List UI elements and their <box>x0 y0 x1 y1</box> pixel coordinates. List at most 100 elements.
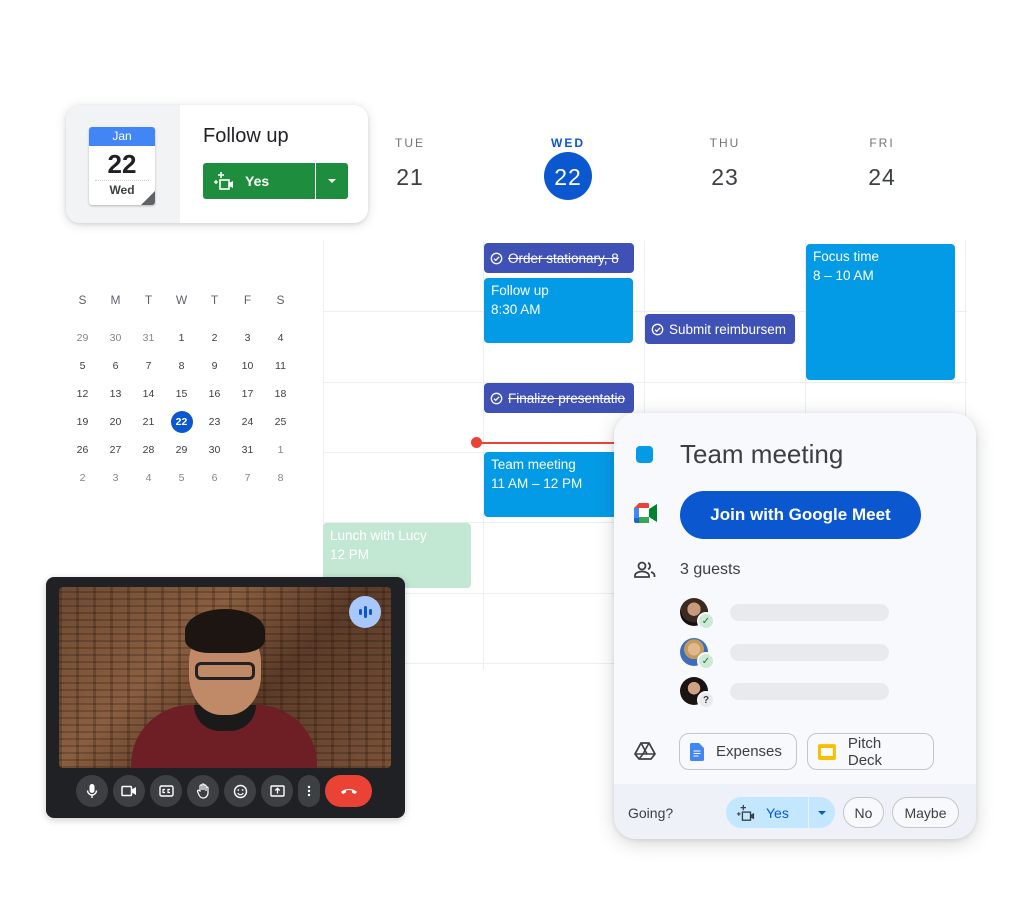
mini-day[interactable]: 29 <box>76 332 89 344</box>
mini-day[interactable]: 1 <box>277 444 284 456</box>
reactions-button[interactable] <box>224 775 256 807</box>
mini-day[interactable]: 18 <box>274 388 287 400</box>
mini-day[interactable]: 8 <box>178 360 185 372</box>
mini-day[interactable]: 17 <box>241 388 254 400</box>
rsvp-dropdown-button[interactable] <box>316 163 348 199</box>
mini-day[interactable]: 26 <box>76 444 89 456</box>
event-focus-time[interactable]: Focus time 8 – 10 AM <box>806 244 955 380</box>
mini-day[interactable]: 24 <box>241 416 254 428</box>
mini-day[interactable]: 30 <box>208 444 221 456</box>
rsvp-yes-button[interactable]: Yes <box>203 163 315 199</box>
event-title: Team meeting <box>491 457 576 472</box>
rsvp-footer: Going? Yes No Maybe <box>614 784 976 839</box>
day-header-wed[interactable]: WED 22 <box>528 136 608 191</box>
event-submit-reimbursement[interactable]: Submit reimbursem <box>645 314 795 344</box>
mini-day[interactable]: 4 <box>277 332 284 344</box>
more-options-button[interactable] <box>298 775 320 807</box>
grid-line <box>323 382 967 383</box>
day-header-tue[interactable]: TUE 21 <box>370 136 450 191</box>
day-header-fri[interactable]: FRI 24 <box>842 136 922 191</box>
mini-day[interactable]: 1 <box>178 332 185 344</box>
present-button[interactable] <box>261 775 293 807</box>
weekday-header: F <box>243 293 252 307</box>
mini-day[interactable]: 19 <box>76 416 89 428</box>
guest-row[interactable]: ✓ <box>680 598 940 630</box>
follow-up-card[interactable]: Jan 22 Wed Follow up Yes <box>66 105 368 223</box>
mini-day[interactable]: 20 <box>109 416 122 428</box>
mini-day[interactable]: 29 <box>175 444 188 456</box>
day-number: 24 <box>868 164 896 190</box>
mini-day[interactable]: 2 <box>79 472 86 484</box>
today-highlight <box>544 152 592 200</box>
mini-day[interactable]: 5 <box>178 472 185 484</box>
mini-day[interactable]: 7 <box>145 360 152 372</box>
mini-day[interactable]: 6 <box>112 360 119 372</box>
camera-button[interactable] <box>113 775 145 807</box>
docs-icon <box>690 742 704 761</box>
mini-day[interactable]: 5 <box>79 360 86 372</box>
mini-day[interactable]: 11 <box>275 360 286 372</box>
event-team-meeting[interactable]: Team meeting 11 AM – 12 PM <box>484 452 624 517</box>
weekday-header: M <box>110 293 121 307</box>
mini-calendar-week: 5 6 7 8 9 10 11 <box>66 352 297 380</box>
rsvp-maybe-button[interactable]: Maybe <box>892 797 959 828</box>
mic-button[interactable] <box>76 775 108 807</box>
attachment-pitch-deck[interactable]: Pitch Deck <box>807 733 934 770</box>
mini-day[interactable]: 31 <box>142 332 155 344</box>
mini-day[interactable]: 7 <box>244 472 251 484</box>
mini-day[interactable]: 4 <box>145 472 152 484</box>
task-check-icon <box>490 392 503 404</box>
join-google-meet-button[interactable]: Join with Google Meet <box>680 491 921 539</box>
event-title: Lunch with Lucy <box>330 528 427 543</box>
event-follow-up[interactable]: Follow up 8:30 AM <box>484 278 633 343</box>
mini-calendar[interactable]: S M T W T F S 29 30 31 1 2 3 4 5 6 7 8 9… <box>66 290 297 492</box>
captions-button[interactable] <box>150 775 182 807</box>
mini-day[interactable]: 9 <box>211 360 218 372</box>
going-label: Going? <box>628 805 674 821</box>
guests-count: 3 guests <box>680 561 741 578</box>
mini-day[interactable]: 23 <box>208 416 221 428</box>
mini-day[interactable]: 10 <box>241 360 254 372</box>
mini-day[interactable]: 6 <box>211 472 218 484</box>
mini-day[interactable]: 8 <box>277 472 284 484</box>
raise-hand-button[interactable] <box>187 775 219 807</box>
mini-day[interactable]: 2 <box>211 332 218 344</box>
guest-row[interactable]: ? <box>680 677 940 709</box>
follow-up-card-icon-panel: Jan 22 Wed <box>66 105 180 223</box>
weekday-header: W <box>175 293 188 307</box>
mini-day[interactable]: 30 <box>109 332 122 344</box>
mini-calendar-week: 2 3 4 5 6 7 8 <box>66 464 297 492</box>
mini-day[interactable]: 12 <box>76 388 89 400</box>
follow-up-title: Follow up <box>203 125 289 147</box>
mini-day[interactable]: 28 <box>142 444 155 456</box>
mini-day[interactable]: 14 <box>142 388 155 400</box>
guest-row[interactable]: ✓ <box>680 638 940 670</box>
drive-icon <box>634 742 656 760</box>
video-call-window[interactable] <box>46 577 405 818</box>
mini-day[interactable]: 16 <box>208 388 221 400</box>
mini-day[interactable]: 3 <box>112 472 119 484</box>
mini-day[interactable]: 25 <box>274 416 287 428</box>
day-header-thu[interactable]: THU 23 <box>685 136 765 191</box>
mini-day[interactable]: 3 <box>244 332 251 344</box>
grid-line <box>323 311 967 312</box>
rsvp-no-button[interactable]: No <box>843 797 884 828</box>
mini-day-selected[interactable]: 22 <box>165 411 198 433</box>
event-order-stationary[interactable]: Order stationary, 8 <box>484 243 634 273</box>
end-call-button[interactable] <box>325 775 372 807</box>
rsvp-yes-button[interactable]: Yes <box>726 797 808 828</box>
event-finalize-presentation[interactable]: Finalize presentatio <box>484 383 634 413</box>
attachment-expenses[interactable]: Expenses <box>679 733 797 770</box>
mini-day[interactable]: 21 <box>142 416 155 428</box>
mini-day[interactable]: 27 <box>109 444 122 456</box>
mini-day[interactable]: 15 <box>175 388 188 400</box>
mini-day[interactable]: 31 <box>241 444 254 456</box>
accepted-check-icon: ✓ <box>697 612 715 630</box>
team-meeting-card[interactable]: Team meeting Join with Google Meet 3 gue… <box>614 413 976 839</box>
people-icon <box>634 561 656 578</box>
attachment-label: Expenses <box>716 743 782 760</box>
calendar-icon-day: 22 <box>107 149 137 179</box>
google-meet-icon <box>634 503 657 523</box>
mini-day[interactable]: 13 <box>109 388 122 400</box>
rsvp-dropdown-button[interactable] <box>809 797 835 828</box>
